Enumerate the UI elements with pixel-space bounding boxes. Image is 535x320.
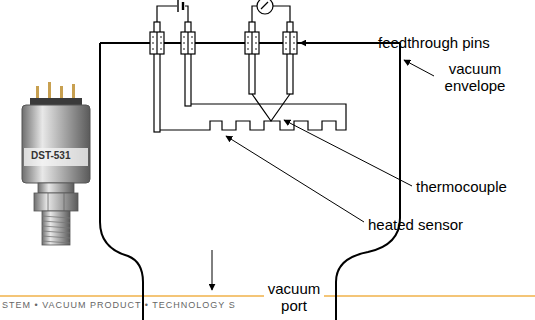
thermocouple-wire <box>252 94 290 121</box>
model-number: DST-531 <box>31 150 70 162</box>
part-label: feedthrough pins <box>378 34 490 51</box>
part-label: heated sensor <box>368 216 463 233</box>
insulator-dots <box>152 36 295 50</box>
leader-lines <box>212 43 434 290</box>
part-label: vacuum port <box>264 280 324 315</box>
circuit-wires <box>157 0 290 30</box>
part-label: vacuum envelope <box>436 60 514 95</box>
gauge-photo <box>22 82 90 245</box>
part-label: thermocouple <box>416 178 507 195</box>
footer-text: STEM • VACUUM PRODUCT • TECHNOLOGY S <box>2 300 236 310</box>
feedthrough-pins <box>150 22 297 132</box>
heated-sensor-wire <box>160 104 346 130</box>
